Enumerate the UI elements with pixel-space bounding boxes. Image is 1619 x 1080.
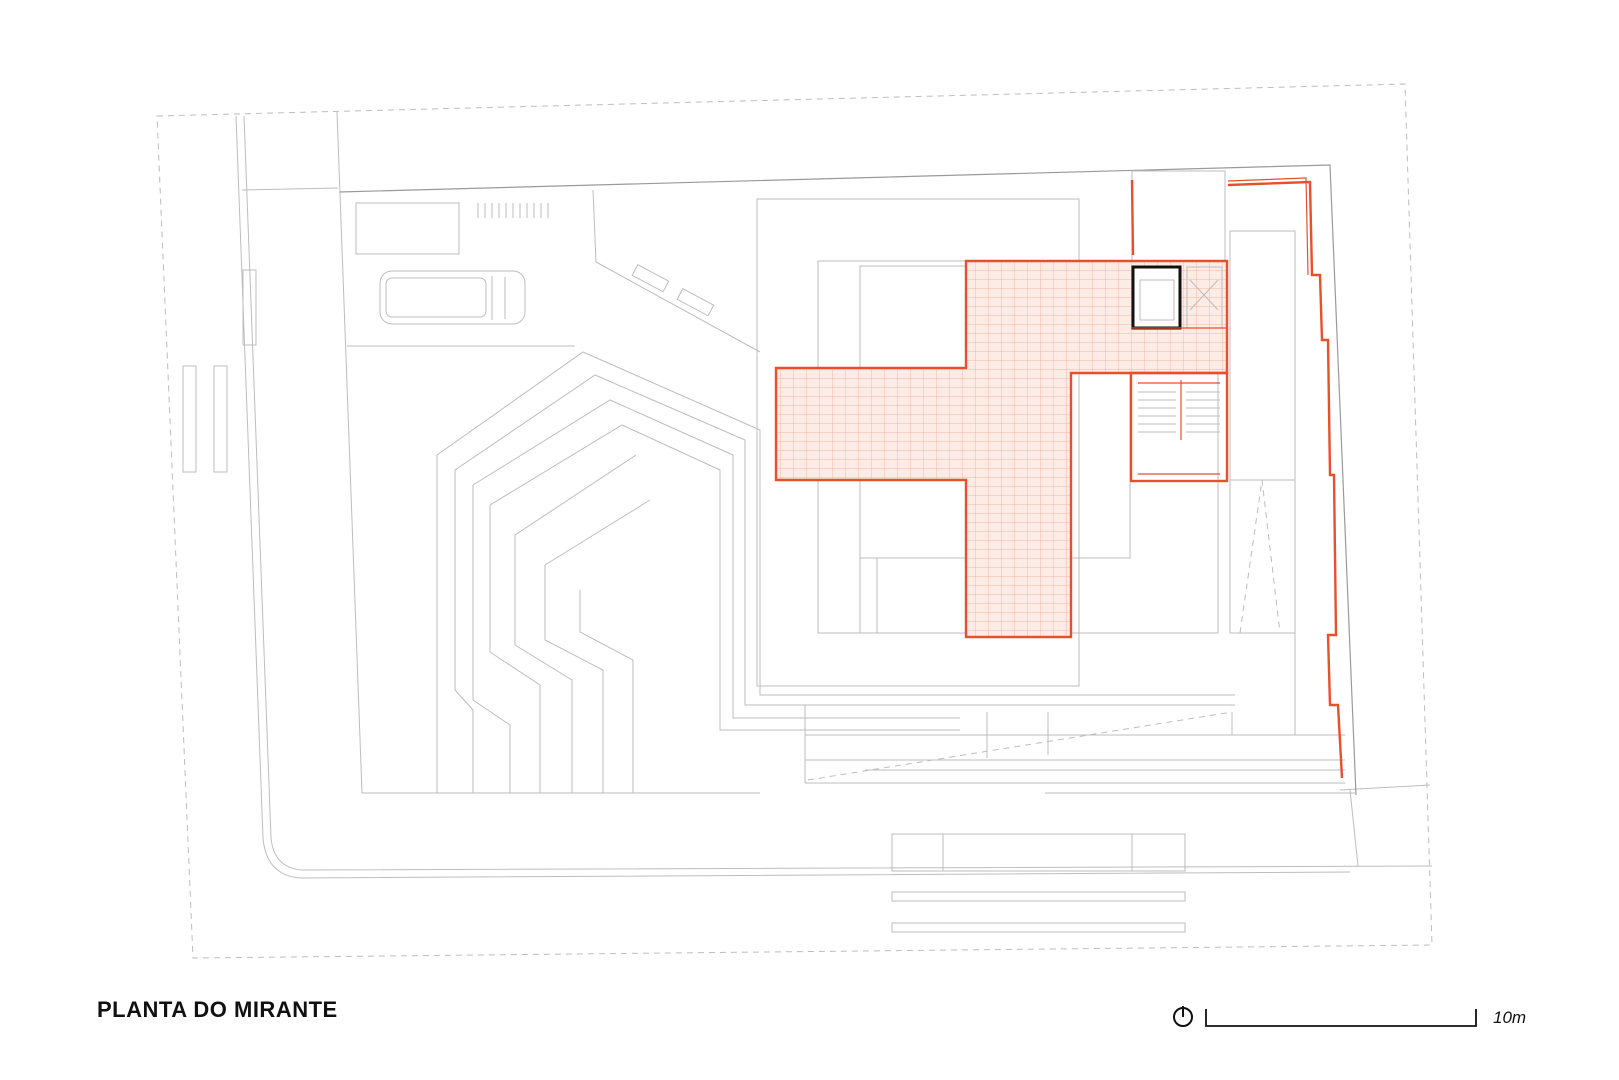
parking-marks: [477, 203, 549, 218]
elevator-core: [1131, 265, 1227, 330]
perimeter-railing: [1130, 177, 1344, 779]
terraced-garden: [436, 351, 1235, 793]
street-edges: [182, 115, 1433, 879]
drawing-title: PLANTA DO MIRANTE: [97, 997, 338, 1022]
north-arrow-icon: [1173, 1006, 1193, 1027]
lot-wall: [336, 111, 1357, 796]
parking-area: [347, 189, 761, 353]
scale-bar-icon: [1205, 1009, 1477, 1027]
stair-block: [1129, 371, 1229, 483]
car-icon: [379, 270, 526, 325]
property-boundary: [156, 83, 1433, 959]
scale-label: 10m: [1493, 1008, 1527, 1027]
lower-steps: [804, 705, 1356, 933]
observation-deck: [774, 259, 1229, 639]
